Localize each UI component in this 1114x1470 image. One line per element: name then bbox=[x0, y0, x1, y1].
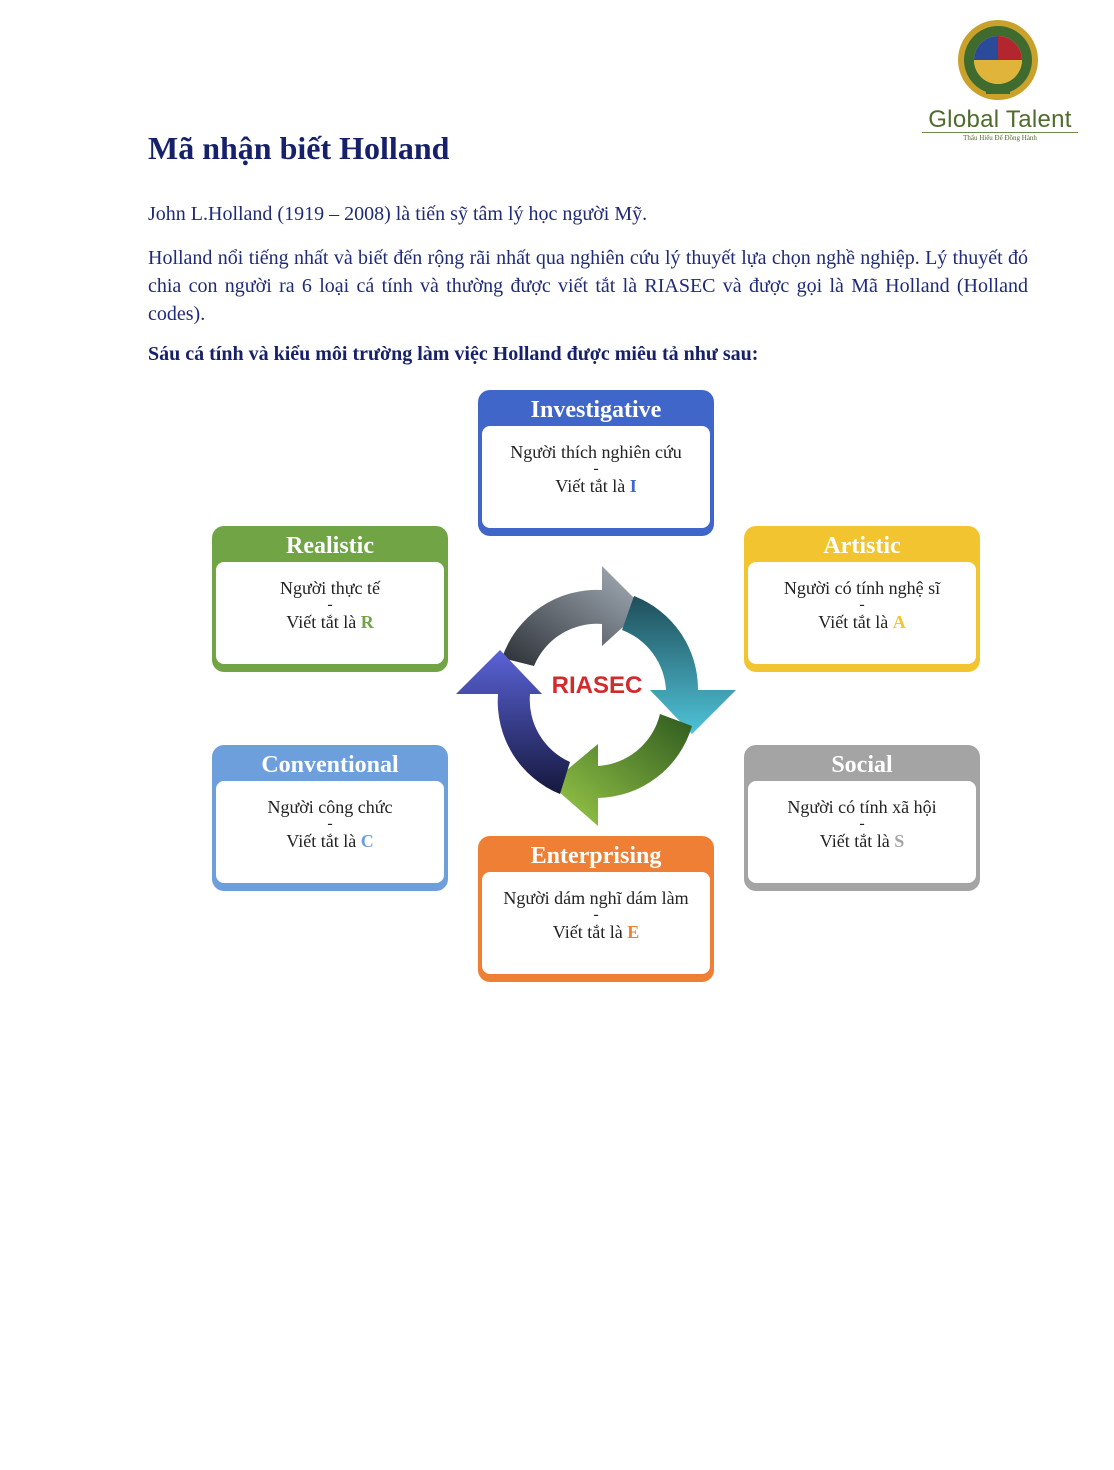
card-body: Người công chức - Viết tắt là C bbox=[216, 781, 444, 883]
card-title: Investigative bbox=[482, 394, 710, 426]
abbr-prefix: Viết tắt là bbox=[553, 922, 623, 942]
card-body: Người thích nghiên cứu - Viết tắt là I bbox=[482, 426, 710, 528]
card-body: Người có tính xã hội - Viết tắt là S bbox=[748, 781, 976, 883]
abbr-prefix: Viết tắt là bbox=[555, 476, 625, 496]
card-description: Người thực tế bbox=[216, 578, 444, 598]
card-artistic: Artistic Người có tính nghệ sĩ - Viết tắ… bbox=[744, 526, 980, 672]
card-title: Conventional bbox=[216, 749, 444, 781]
abbr-letter: E bbox=[627, 922, 639, 942]
card-description: Người dám nghĩ dám làm bbox=[482, 888, 710, 908]
abbr-letter: S bbox=[894, 831, 904, 851]
card-title: Enterprising bbox=[482, 840, 710, 872]
card-abbreviation: Viết tắt là S bbox=[748, 831, 976, 851]
card-abbreviation: Viết tắt là A bbox=[748, 612, 976, 632]
card-enterprising: Enterprising Người dám nghĩ dám làm - Vi… bbox=[478, 836, 714, 982]
card-realistic: Realistic Người thực tế - Viết tắt là R bbox=[212, 526, 448, 672]
abbr-letter: A bbox=[893, 612, 906, 632]
card-dash: - bbox=[482, 462, 710, 476]
card-dash: - bbox=[748, 598, 976, 612]
card-dash: - bbox=[216, 598, 444, 612]
intro-paragraph: John L.Holland (1919 – 2008) là tiến sỹ … bbox=[148, 200, 1038, 228]
global-talent-seal-icon bbox=[956, 18, 1040, 102]
theory-paragraph: Holland nổi tiếng nhất và biết đến rộng … bbox=[148, 244, 1028, 328]
abbr-prefix: Viết tắt là bbox=[286, 612, 356, 632]
abbr-prefix: Viết tắt là bbox=[820, 831, 890, 851]
card-investigative: Investigative Người thích nghiên cứu - V… bbox=[478, 390, 714, 536]
card-dash: - bbox=[748, 817, 976, 831]
section-subheading: Sáu cá tính và kiểu môi trường làm việc … bbox=[148, 343, 758, 366]
abbr-prefix: Viết tắt là bbox=[286, 831, 356, 851]
card-description: Người công chức bbox=[216, 797, 444, 817]
abbr-letter: C bbox=[361, 831, 374, 851]
card-title: Social bbox=[748, 749, 976, 781]
abbr-letter: I bbox=[630, 476, 637, 496]
logo-name: Global Talent bbox=[918, 106, 1082, 134]
card-title: Realistic bbox=[216, 530, 444, 562]
card-conventional: Conventional Người công chức - Viết tắt … bbox=[212, 745, 448, 891]
global-talent-logo: Global Talent Thấu Hiểu Để Đồng Hành bbox=[918, 14, 1082, 144]
riasec-center-label: RIASEC bbox=[452, 672, 742, 700]
card-body: Người thực tế - Viết tắt là R bbox=[216, 562, 444, 664]
card-body: Người dám nghĩ dám làm - Viết tắt là E bbox=[482, 872, 710, 974]
card-title: Artistic bbox=[748, 530, 976, 562]
card-abbreviation: Viết tắt là I bbox=[482, 476, 710, 496]
card-description: Người thích nghiên cứu bbox=[482, 442, 710, 462]
card-dash: - bbox=[482, 908, 710, 922]
card-abbreviation: Viết tắt là R bbox=[216, 612, 444, 632]
abbr-letter: R bbox=[361, 612, 374, 632]
page-title: Mã nhận biết Holland bbox=[148, 130, 449, 167]
card-social: Social Người có tính xã hội - Viết tắt l… bbox=[744, 745, 980, 891]
card-description: Người có tính nghệ sĩ bbox=[748, 578, 976, 598]
card-abbreviation: Viết tắt là C bbox=[216, 831, 444, 851]
card-body: Người có tính nghệ sĩ - Viết tắt là A bbox=[748, 562, 976, 664]
card-abbreviation: Viết tắt là E bbox=[482, 922, 710, 942]
abbr-prefix: Viết tắt là bbox=[818, 612, 888, 632]
card-dash: - bbox=[216, 817, 444, 831]
card-description: Người có tính xã hội bbox=[748, 797, 976, 817]
logo-tagline: Thấu Hiểu Để Đồng Hành bbox=[922, 132, 1078, 142]
